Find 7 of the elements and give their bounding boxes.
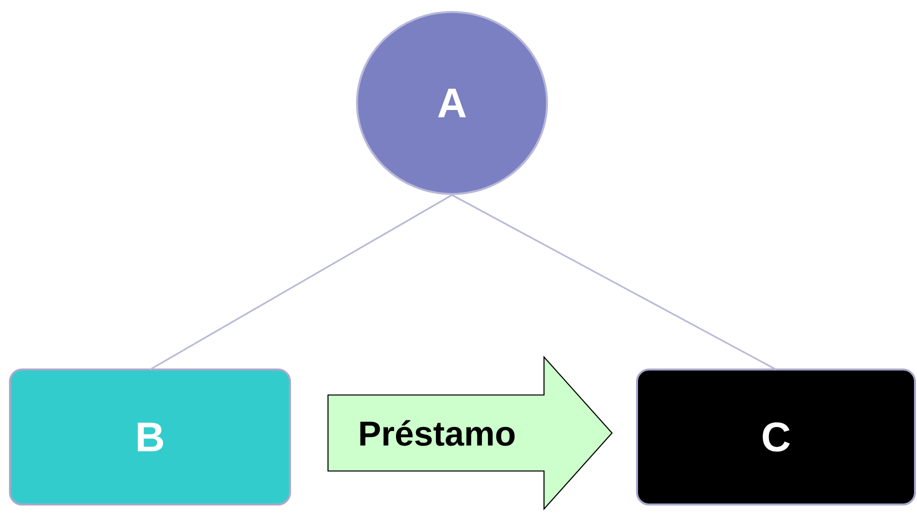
edge-label: Préstamo	[360, 420, 515, 446]
process-box: C	[636, 368, 916, 506]
block-arrow	[327, 356, 613, 510]
connector-line	[150, 194, 452, 370]
process-box: B	[9, 368, 291, 506]
circle-node: A	[356, 11, 548, 195]
connector-line	[452, 194, 776, 370]
